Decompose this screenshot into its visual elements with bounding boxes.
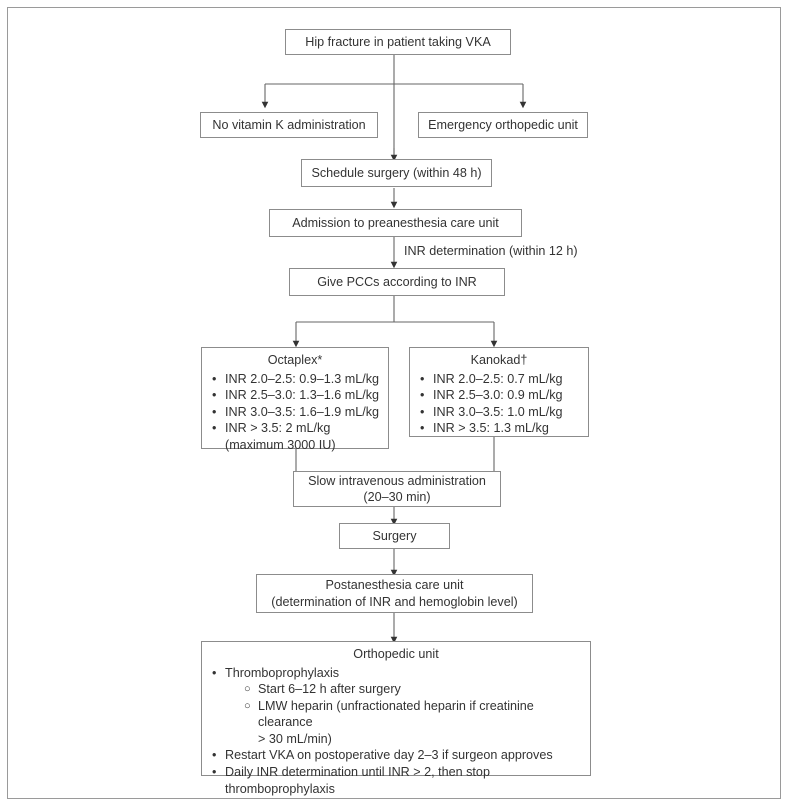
node-schedule-surgery-label: Schedule surgery (within 48 h): [311, 165, 482, 180]
node-postanesthesia-line1: Postanesthesia care unit: [325, 578, 464, 592]
list-item: • INR 3.0–3.5: 1.0 mL/kg: [418, 404, 580, 421]
bullet-icon: •: [212, 371, 217, 386]
node-orthopedic-list: • Thromboprophylaxis ○ Start 6–12 h afte…: [210, 665, 582, 798]
node-hip-fracture: Hip fracture in patient taking VKA: [285, 29, 511, 55]
bullet-icon: •: [212, 765, 217, 780]
bullet-icon: •: [212, 748, 217, 763]
node-slow-iv-administration: Slow intravenous administration (20–30 m…: [293, 471, 501, 507]
node-no-vitamin-k: No vitamin K administration: [200, 112, 378, 138]
node-orthopedic-unit-title: Orthopedic unit: [353, 647, 439, 661]
list-item: • INR > 3.5: 2 mL/kg (maximum 3000 IU): [210, 420, 380, 453]
list-item-text: INR 3.0–3.5: 1.6–1.9 mL/kg: [225, 404, 380, 419]
node-orthopedic-sublist: ○ Start 6–12 h after surgery ○ LMW hepar…: [225, 681, 582, 747]
node-schedule-surgery: Schedule surgery (within 48 h): [301, 159, 492, 187]
bullet-icon: •: [420, 388, 425, 403]
sub-list-item-text: LMW heparin (unfractionated heparin if c…: [258, 698, 534, 730]
node-orthopedic-unit: Orthopedic unit • Thromboprophylaxis ○ S…: [201, 641, 591, 796]
bullet-icon: •: [212, 665, 217, 680]
bullet-icon: •: [212, 404, 217, 419]
bullet-icon: •: [420, 421, 425, 436]
list-item-text: Restart VKA on postoperative day 2–3 if …: [225, 748, 553, 763]
list-item-text: INR 2.5–3.0: 1.3–1.6 mL/kg: [225, 388, 380, 403]
list-item: • INR 2.0–2.5: 0.7 mL/kg: [418, 371, 580, 388]
node-octaplex: Octaplex* • INR 2.0–2.5: 0.9–1.3 mL/kg •…: [201, 347, 389, 452]
circle-bullet-icon: ○: [244, 699, 251, 712]
list-item: • INR 2.5–3.0: 1.3–1.6 mL/kg: [210, 387, 380, 404]
node-octaplex-list: • INR 2.0–2.5: 0.9–1.3 mL/kg • INR 2.5–3…: [210, 371, 380, 454]
bullet-icon: •: [212, 388, 217, 403]
list-item-text: INR 3.0–3.5: 1.0 mL/kg: [433, 404, 563, 419]
list-item-text: INR 2.0–2.5: 0.7 mL/kg: [433, 371, 563, 386]
list-item: • Daily INR determination until INR > 2,…: [210, 764, 582, 797]
node-surgery: Surgery: [339, 523, 450, 549]
node-kanokad: Kanokad† • INR 2.0–2.5: 0.7 mL/kg • INR …: [409, 347, 589, 437]
sub-list-item: ○ LMW heparin (unfractionated heparin if…: [243, 698, 582, 748]
node-no-vitamin-k-label: No vitamin K administration: [212, 117, 366, 132]
node-admission-preanesthesia: Admission to preanesthesia care unit: [269, 209, 522, 237]
list-item: • INR 2.5–3.0: 0.9 mL/kg: [418, 387, 580, 404]
node-emergency-orthopedic-unit: Emergency orthopedic unit: [418, 112, 588, 138]
list-item: • Thromboprophylaxis ○ Start 6–12 h afte…: [210, 665, 582, 748]
bullet-icon: •: [212, 421, 217, 436]
list-item-text: INR 2.0–2.5: 0.9–1.3 mL/kg: [225, 371, 380, 386]
node-postanesthesia-line2: (determination of INR and hemoglobin lev…: [271, 594, 518, 609]
list-item-continuation: (maximum 3000 IU): [225, 437, 336, 452]
node-slow-iv-line1: Slow intravenous administration: [308, 473, 486, 488]
list-item-continuation: thromboprophylaxis: [225, 781, 335, 796]
node-surgery-label: Surgery: [372, 528, 417, 543]
list-item-text: Daily INR determination until INR > 2, t…: [225, 765, 490, 780]
sub-list-item-continuation: > 30 mL/min): [258, 731, 332, 746]
node-kanokad-title: Kanokad†: [470, 353, 528, 367]
node-give-pccs-label: Give PCCs according to INR: [317, 274, 477, 289]
node-give-pccs: Give PCCs according to INR: [289, 268, 505, 296]
label-inr-determination: INR determination (within 12 h): [404, 244, 578, 258]
node-admission-preanesthesia-label: Admission to preanesthesia care unit: [292, 215, 499, 230]
list-item: • INR 3.0–3.5: 1.6–1.9 mL/kg: [210, 404, 380, 421]
node-emergency-orthopedic-unit-label: Emergency orthopedic unit: [428, 117, 578, 132]
bullet-icon: •: [420, 404, 425, 419]
node-octaplex-title: Octaplex*: [267, 353, 323, 367]
list-item-text: Thromboprophylaxis: [225, 665, 340, 680]
sub-list-item-text: Start 6–12 h after surgery: [258, 682, 401, 697]
bullet-icon: •: [420, 371, 425, 386]
node-slow-iv-line2: (20–30 min): [363, 490, 431, 504]
sub-list-item: ○ Start 6–12 h after surgery: [243, 681, 582, 698]
list-item: • INR 2.0–2.5: 0.9–1.3 mL/kg: [210, 371, 380, 388]
list-item: • Restart VKA on postoperative day 2–3 i…: [210, 747, 582, 764]
node-postanesthesia-care-unit: Postanesthesia care unit (determination …: [256, 574, 533, 613]
list-item: • INR > 3.5: 1.3 mL/kg: [418, 420, 580, 437]
list-item-text: INR 2.5–3.0: 0.9 mL/kg: [433, 388, 563, 403]
list-item-text: INR > 3.5: 2 mL/kg: [225, 421, 331, 436]
circle-bullet-icon: ○: [244, 683, 251, 696]
node-hip-fracture-label: Hip fracture in patient taking VKA: [305, 34, 491, 49]
list-item-text: INR > 3.5: 1.3 mL/kg: [433, 421, 549, 436]
node-kanokad-list: • INR 2.0–2.5: 0.7 mL/kg • INR 2.5–3.0: …: [418, 371, 580, 437]
